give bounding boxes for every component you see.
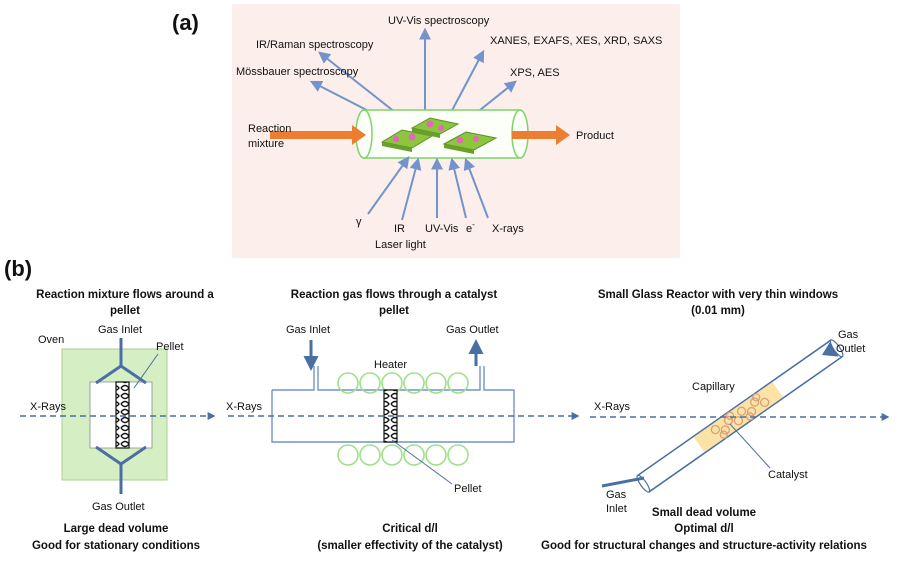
left-footer-line1: Large dead volume: [64, 523, 169, 535]
right-label-xrays: X-Rays: [594, 401, 631, 413]
right-title-line1: Small Glass Reactor with very thin windo…: [598, 289, 838, 301]
right-label-gas: Gas: [838, 329, 859, 341]
right-label-inlet: Inlet: [606, 503, 627, 515]
product-arrow: [512, 125, 570, 145]
middle-label-xrays: X-Rays: [226, 401, 263, 413]
label-xanes-exafs: XANES, EXAFS, XES, XRD, SAXS: [490, 35, 662, 47]
right-footer-line2: Optimal d/l: [674, 523, 733, 535]
right-footer-line3: Good for structural changes and structur…: [541, 540, 867, 552]
left-pellet: [115, 381, 130, 449]
panel-a-label: (a): [172, 10, 199, 35]
left-label-pellet: Pellet: [156, 341, 184, 353]
left-label-xrays: X-Rays: [30, 401, 67, 413]
middle-label-gas-outlet: Gas Outlet: [446, 324, 499, 336]
label-catalyst: Catalyst: [768, 469, 808, 481]
electron-superscript: -: [472, 220, 475, 229]
reactor-tube: [355, 109, 529, 159]
panel-b-label: (b): [4, 256, 32, 281]
arrow-iraman: [318, 51, 406, 121]
middle-footer-line1: Critical d/l: [382, 523, 438, 535]
reaction-mixture-arrow: [270, 125, 366, 145]
label-laser-light: Laser light: [375, 239, 426, 251]
right-label-gas-in: Gas: [606, 489, 627, 501]
electron-symbol: e: [466, 223, 472, 235]
left-label-gas-inlet: Gas Inlet: [98, 324, 142, 336]
catalyst-beads: [710, 393, 770, 439]
capillary-tube: [636, 339, 844, 493]
heater-coils-bottom: [337, 444, 469, 466]
arrow-gamma: [367, 156, 410, 215]
label-mixture: mixture: [248, 138, 284, 150]
left-gas-lines: [95, 338, 147, 494]
label-xps-aes: XPS, AES: [510, 67, 560, 79]
left-label-gas-outlet: Gas Outlet: [92, 501, 145, 513]
middle-label-gas-inlet: Gas Inlet: [286, 324, 330, 336]
right-label-outlet: Outlet: [836, 343, 865, 355]
right-inlet-pipe: [601, 476, 645, 488]
label-reaction: Reaction: [248, 123, 291, 135]
label-xrays: X-rays: [492, 223, 524, 235]
catalyst-particles: [392, 120, 479, 144]
label-uvvis-spectroscopy: UV-Vis spectroscopy: [388, 15, 490, 27]
label-mossbauer-spectroscopy: Mössbauer spectroscopy: [236, 66, 359, 78]
right-catalyst-leader: [729, 423, 771, 469]
right-outlet-pipe: [821, 342, 839, 357]
left-title-line2: pellet: [110, 305, 140, 317]
right-footer-line1: Small dead volume: [652, 507, 756, 519]
label-iraman-spectroscopy: IR/Raman spectroscopy: [256, 39, 374, 51]
arrow-xrays-in: [463, 157, 489, 219]
label-ir: IR: [394, 223, 405, 235]
middle-pellet-leader: [391, 439, 453, 485]
arrow-xanes: [447, 49, 485, 119]
heater-coils-top: [337, 372, 469, 394]
label-electron: e-: [466, 220, 475, 235]
label-heater: Heater: [374, 359, 407, 371]
arrow-ir: [401, 157, 422, 221]
arrow-electron: [448, 157, 467, 219]
middle-label-pellet: Pellet: [454, 483, 482, 495]
left-title-line1: Reaction mixture flows around a: [36, 289, 214, 301]
left-footer-line2: Good for stationary conditions: [32, 540, 200, 552]
middle-title-line1: Reaction gas flows through a catalyst: [291, 289, 498, 301]
left-pellet-leader: [133, 353, 159, 389]
label-oven: Oven: [38, 334, 64, 346]
bottom-arrows: [367, 156, 489, 221]
right-title-line2: (0.01 mm): [691, 305, 745, 317]
label-uvvis: UV-Vis: [425, 223, 459, 235]
middle-footer-line2: (smaller effectivity of the catalyst): [317, 540, 503, 552]
middle-title-line2: pellet: [379, 305, 409, 317]
label-product: Product: [576, 130, 614, 142]
catalyst-plates: [380, 117, 498, 154]
label-gamma: γ: [356, 216, 362, 228]
label-capillary: Capillary: [692, 381, 735, 393]
